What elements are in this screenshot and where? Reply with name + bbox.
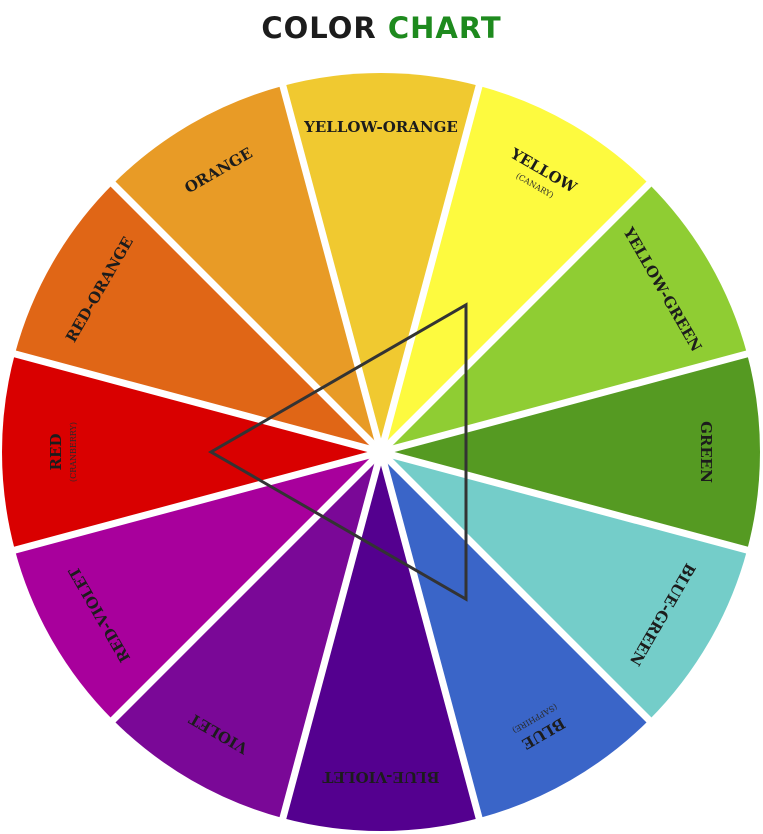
title-word-chart: CHART [387,11,502,45]
segment-divider [380,448,750,554]
segment-divider [380,350,750,456]
wheel-segments [2,73,760,831]
segment-label-green: GREEN [697,421,715,483]
chart-title: COLOR CHART [0,8,763,48]
segment-divider [377,451,483,821]
segment-yellow-green [381,184,748,452]
segment-name: YELLOW-ORANGE [303,118,458,136]
segment-yellow [381,85,649,452]
segment-label-yellow-orange: YELLOW-ORANGE [303,118,458,136]
segment-label-red: RED (CRANBERRY) [47,422,78,482]
segment-blue-green [381,452,748,720]
segment-divider [279,83,385,453]
segment-blue-violet [282,452,480,831]
segment-red-violet [14,452,381,720]
segment-subtitle: (CRANBERRY) [69,422,78,482]
segment-blue [381,452,649,819]
segment-divider [12,350,382,456]
segment-label-blue-violet: BLUE-VIOLET [322,768,440,786]
primary-triad-triangle [207,302,468,602]
segment-orange [113,85,381,452]
segment-name: RED [47,434,65,471]
segment-violet [113,452,381,819]
segment-divider [377,83,483,453]
segment-divider [12,448,382,554]
segment-red [2,353,382,551]
segment-divider [109,180,384,455]
segment-red-orange [14,184,381,452]
segment-name: GREEN [697,421,715,483]
segment-yellow-orange [282,73,480,452]
segment-divider [378,449,653,724]
title-word-color: COLOR [261,11,377,45]
wheel-hub [373,444,389,460]
segment-name: BLUE-VIOLET [322,768,440,786]
segment-green [381,353,760,551]
segment-divider [378,180,653,455]
segment-divider [109,449,384,724]
wheel-dividers [12,83,750,821]
segment-divider [279,451,385,821]
